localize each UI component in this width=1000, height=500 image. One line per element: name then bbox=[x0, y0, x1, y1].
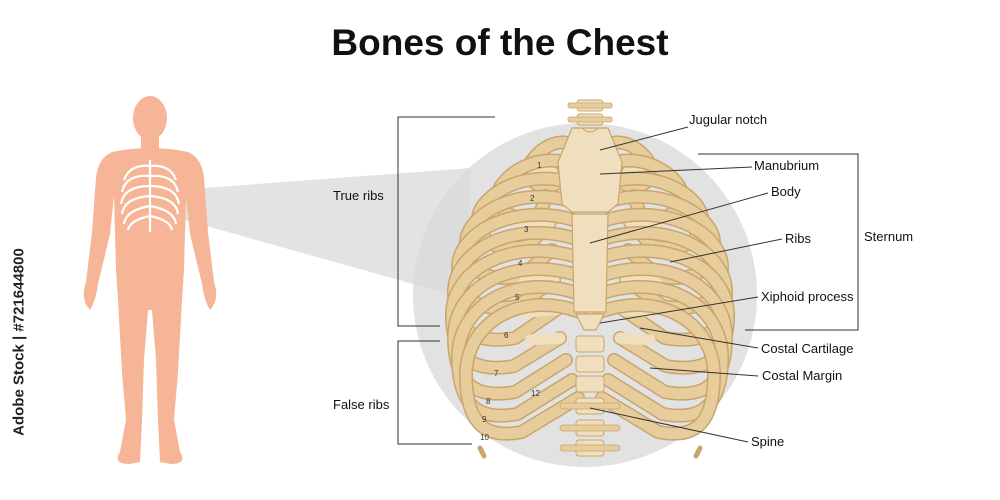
xiphoid-process-bone bbox=[575, 313, 605, 331]
vertebra-top-process-2 bbox=[567, 116, 613, 123]
stock-watermark: Adobe Stock | #721644800 bbox=[10, 248, 28, 436]
vertebra-top-process-1 bbox=[567, 102, 613, 109]
spine-group bbox=[559, 99, 621, 457]
brackets bbox=[397, 116, 859, 445]
rib-number-6: 6 bbox=[504, 331, 509, 340]
label-costal-cartilage: Costal Cartilage bbox=[761, 341, 854, 356]
sternum-bracket bbox=[698, 153, 859, 331]
label-ribs: Ribs bbox=[785, 231, 812, 246]
rib-number-4: 4 bbox=[518, 259, 523, 268]
sternum-body-bone bbox=[571, 213, 609, 313]
costal-cartilage-3-right bbox=[624, 216, 666, 230]
vertebra-2 bbox=[575, 355, 605, 373]
vertebra-process-5 bbox=[559, 424, 621, 432]
label-costal-margin: Costal Margin bbox=[762, 368, 843, 383]
ribs-group bbox=[445, 135, 735, 459]
rib-number-2: 2 bbox=[530, 194, 535, 203]
sternum-group bbox=[557, 127, 623, 331]
rib-number-7: 7 bbox=[494, 369, 499, 378]
vertebra-3 bbox=[575, 375, 605, 393]
label-body: Body bbox=[771, 184, 801, 199]
label-spine: Spine bbox=[751, 434, 785, 449]
zoom-beam bbox=[178, 168, 470, 300]
rib-number-12: 12 bbox=[531, 389, 540, 398]
page-title: Bones of the Chest bbox=[331, 22, 669, 63]
rib-number-5: 5 bbox=[515, 293, 520, 302]
rib-number-1: 1 bbox=[537, 161, 542, 170]
floating-rib-tip-left bbox=[477, 445, 487, 459]
label-xiphoid-process: Xiphoid process bbox=[761, 289, 854, 304]
human-figure bbox=[83, 96, 217, 464]
vertebra-process-4 bbox=[559, 402, 621, 410]
figure-ribcage-icon bbox=[119, 160, 181, 232]
costal-cartilage-7-right bbox=[614, 332, 656, 346]
label-jugular-notch: Jugular notch bbox=[689, 112, 768, 127]
costal-cartilage-3-left bbox=[514, 216, 556, 230]
label-true-ribs: True ribs bbox=[333, 188, 384, 203]
true-ribs-bracket bbox=[397, 116, 495, 327]
label-sternum: Sternum bbox=[864, 229, 914, 244]
rib-number-9: 9 bbox=[482, 415, 487, 424]
jugular-notch-mark bbox=[581, 127, 599, 133]
label-false-ribs: False ribs bbox=[333, 397, 390, 412]
rib-9-left bbox=[452, 281, 586, 422]
leader-lines bbox=[589, 126, 783, 443]
floating-rib-tip-right bbox=[693, 445, 703, 459]
false-ribs-bracket bbox=[397, 340, 472, 445]
manubrium-bone bbox=[557, 127, 623, 213]
rib-number-3: 3 bbox=[524, 225, 529, 234]
rib-10-right bbox=[594, 299, 720, 440]
rib-10-left bbox=[460, 299, 586, 440]
vertebra-1 bbox=[575, 335, 605, 353]
rib-number-8: 8 bbox=[486, 397, 491, 406]
rib-9-right bbox=[594, 281, 728, 422]
label-manubrium: Manubrium bbox=[754, 158, 820, 173]
costal-cartilage-7-left bbox=[524, 332, 566, 346]
vertebra-process-6 bbox=[559, 444, 621, 452]
rib-number-10: 10 bbox=[480, 433, 489, 442]
